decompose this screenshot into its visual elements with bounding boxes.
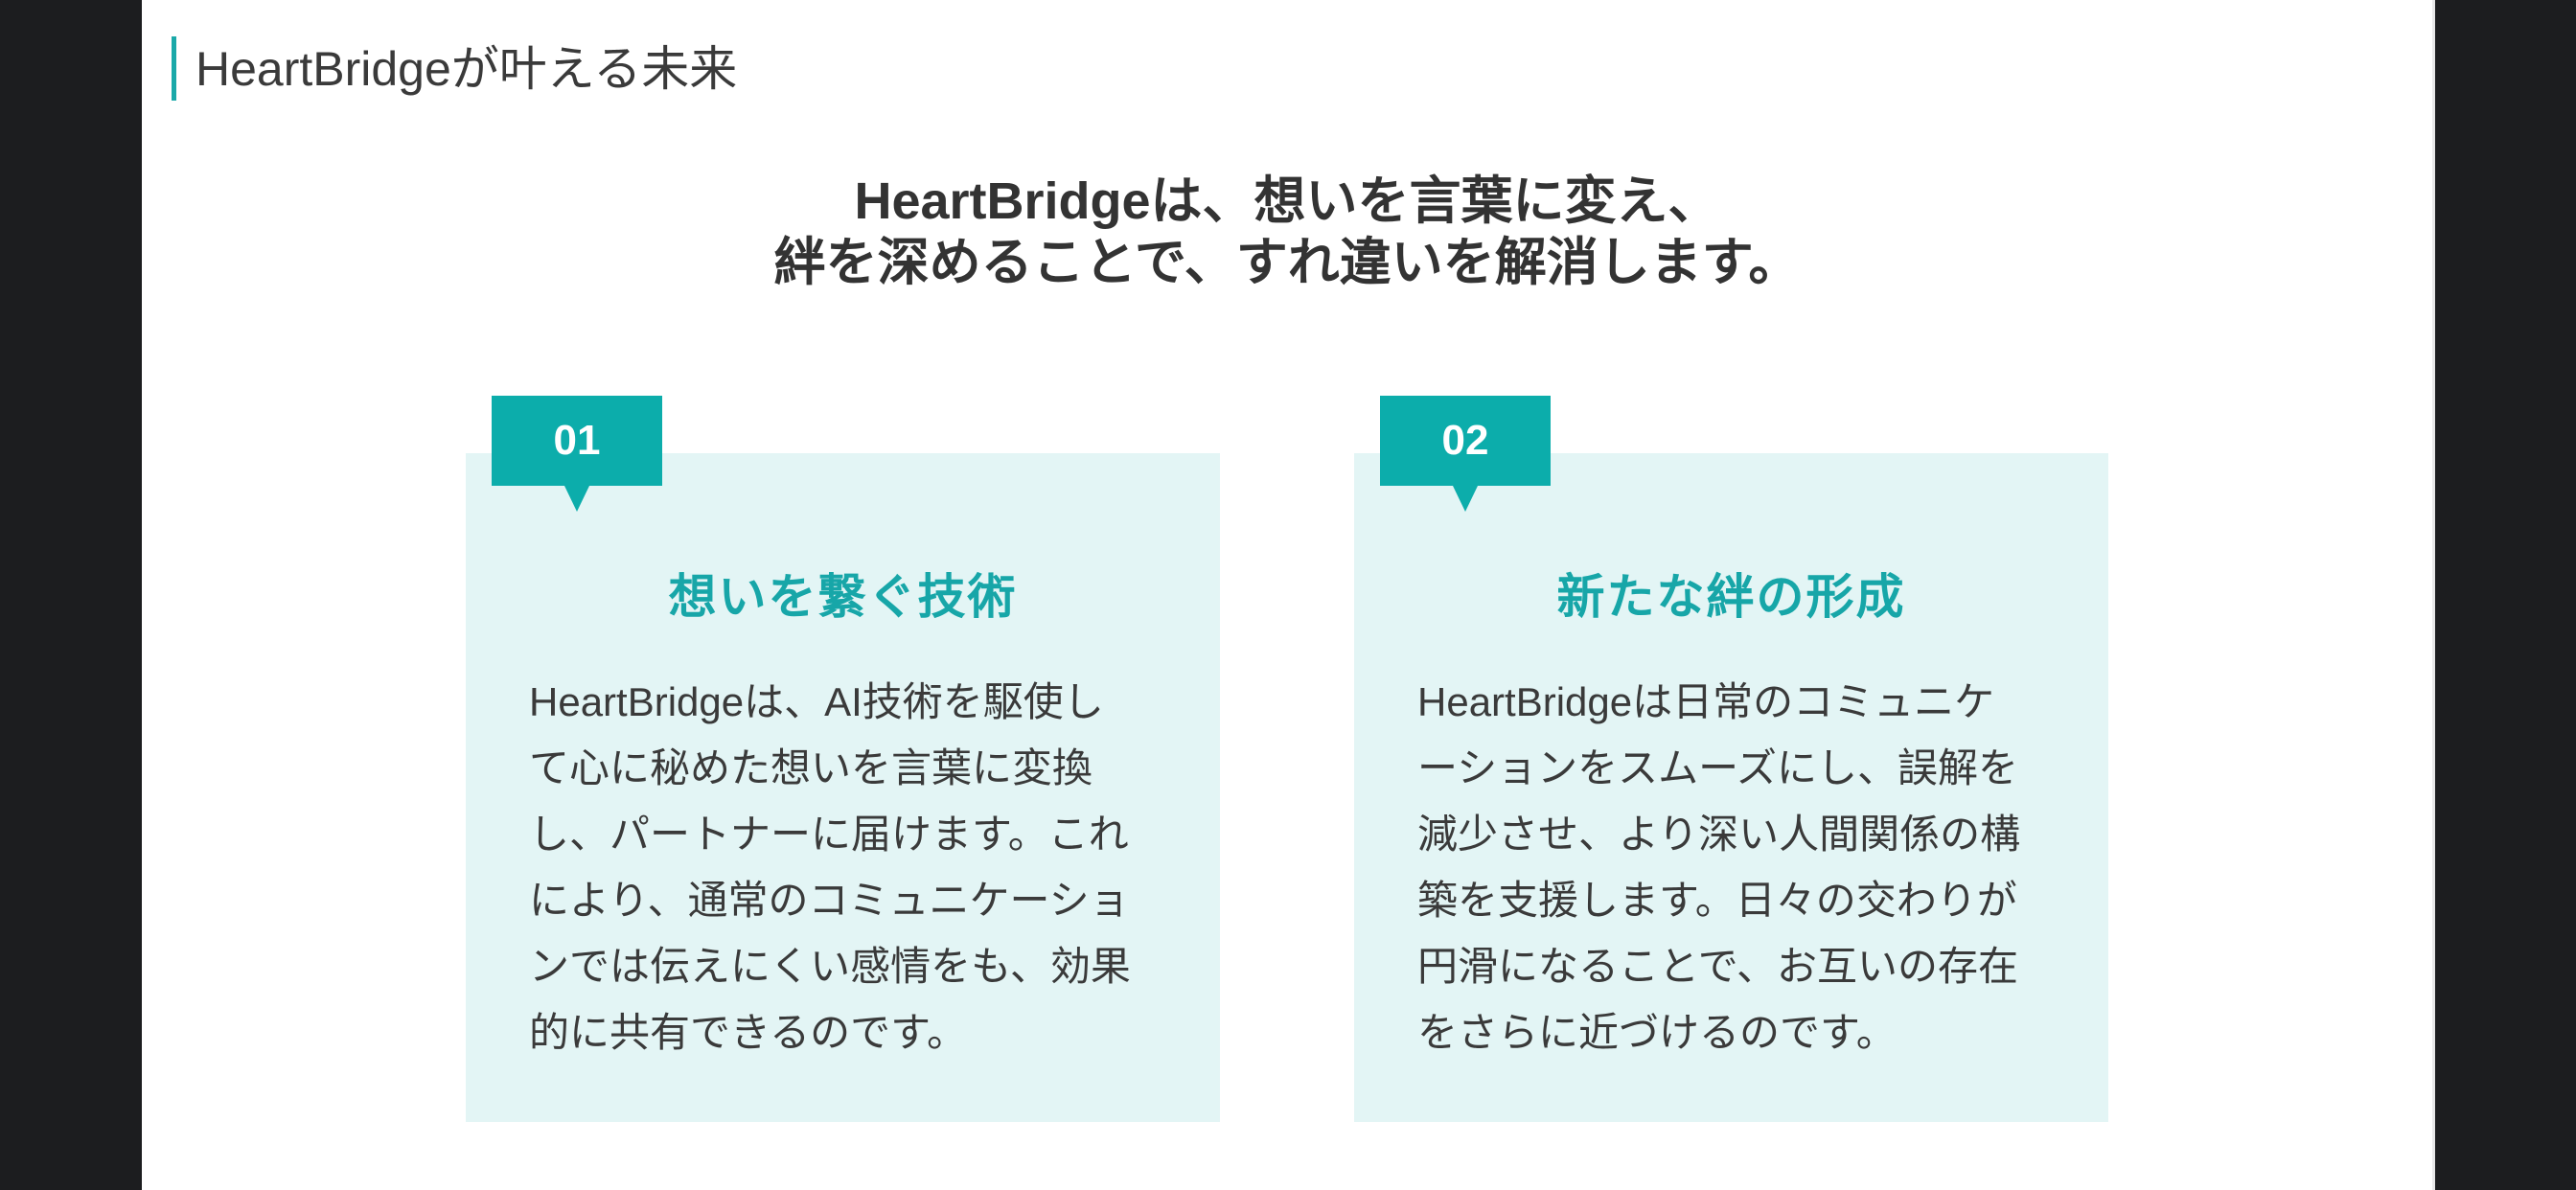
card-body-line: により、通常のコミュニケーショ [529, 878, 1130, 923]
card-body-line: 的に共有できるのです。 [529, 1010, 967, 1055]
card-body-line: 減少させ、より深い人間関係の構 [1417, 812, 2021, 857]
headline-line-2: 絆を深めることで、すれ違いを解消します。 [773, 234, 1801, 291]
badge-pointer-icon [1453, 486, 1478, 512]
card-number-badge: 01 [492, 396, 662, 512]
card-number-badge: 02 [1380, 396, 1551, 512]
card-heading: 想いを繋ぐ技術 [668, 570, 1018, 624]
headline: HeartBridgeは、想いを言葉に変え、 絆を深めることで、すれ違いを解消し… [142, 171, 2432, 293]
card-body-line: ンでは伝えにくい感情をも、効果 [529, 944, 1131, 989]
card-number: 02 [1441, 417, 1489, 464]
feature-card-1: 01 想いを繋ぐ技術 HeartBridgeは、AI技術を駆使し て心に秘めた想… [466, 396, 1220, 1122]
slide: HeartBridgeが叶える未来 HeartBridgeは、想いを言葉に変え、… [142, 0, 2435, 1190]
badge-pointer-icon [564, 486, 589, 512]
headline-line-1: HeartBridgeは、想いを言葉に変え、 [854, 172, 1720, 230]
card-body: HeartBridgeは日常のコミュニケ ーションをスムーズにし、誤解を 減少さ… [1417, 669, 2059, 1065]
title-accent-bar [172, 36, 176, 101]
card-body: HeartBridgeは、AI技術を駆使し て心に秘めた想いを言葉に変換 し、パ… [529, 669, 1171, 1065]
card-heading: 新たな絆の形成 [1556, 570, 1906, 624]
card-number: 01 [553, 417, 601, 464]
card-body-line: 築を支援します。日々の交わりが [1417, 878, 2017, 923]
slide-title-block: HeartBridgeが叶える未来 [172, 36, 737, 101]
card-body-line: ーションをスムーズにし、誤解を [1417, 745, 2019, 790]
card-body-line: 円滑になることで、お互いの存在 [1417, 944, 2019, 989]
card-body-line: HeartBridgeは、AI技術を駆使し [529, 679, 1104, 724]
card-body-line: し、パートナーに届けます。これ [529, 812, 1129, 857]
card-body-line: をさらに近づけるのです。 [1417, 1010, 1897, 1055]
card-body-line: HeartBridgeは日常のコミュニケ [1417, 679, 1995, 724]
card-body-line: て心に秘めた想いを言葉に変換 [529, 745, 1093, 790]
slide-title: HeartBridgeが叶える未来 [196, 41, 738, 96]
feature-card-2: 02 新たな絆の形成 HeartBridgeは日常のコミュニケ ーションをスムー… [1354, 396, 2108, 1122]
